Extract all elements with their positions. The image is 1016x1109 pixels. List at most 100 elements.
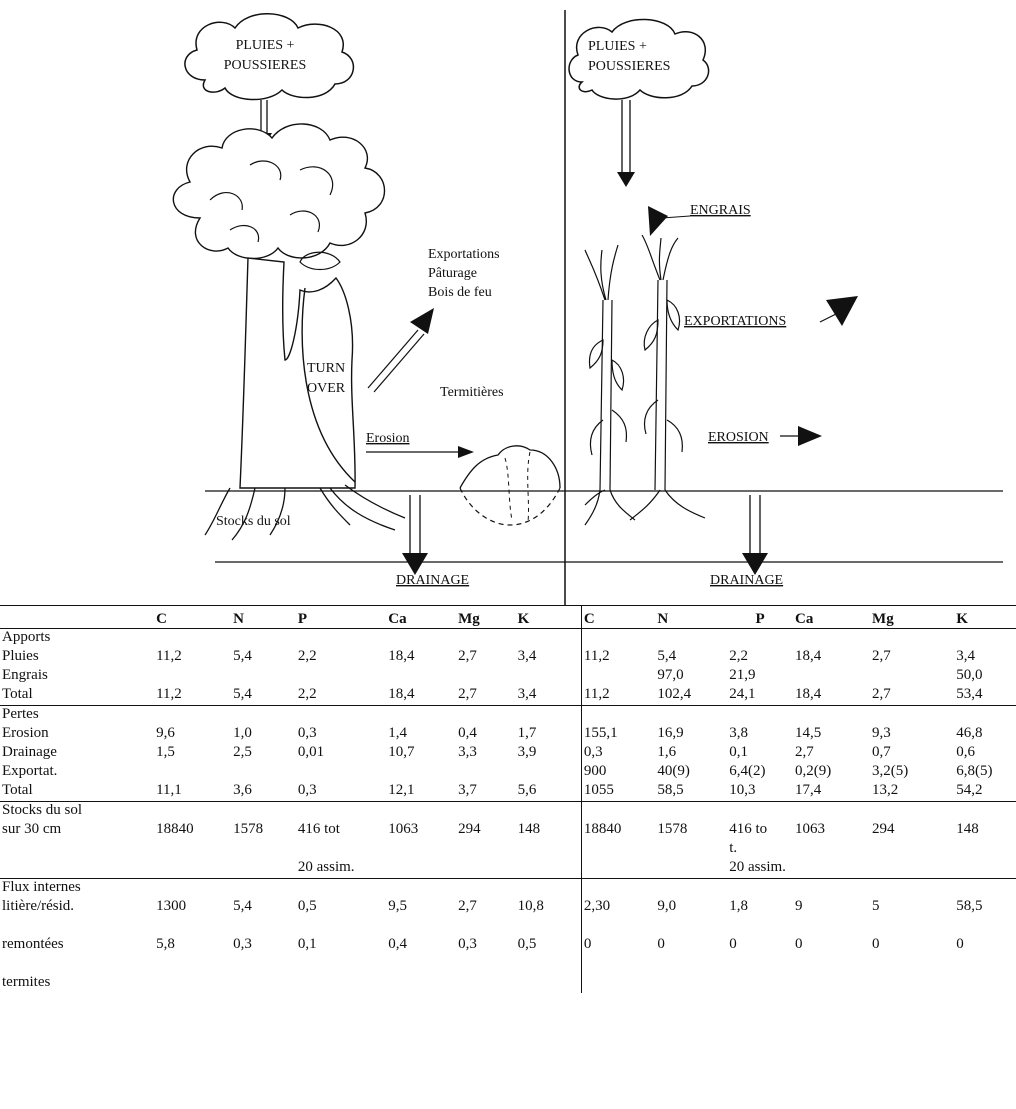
right-value-cell: 294 <box>870 821 954 840</box>
right-value-cell: 53,4 <box>954 686 1016 706</box>
right-value-cell: 18,4 <box>793 686 870 706</box>
left-value-cell: 0,3 <box>296 782 386 802</box>
right-value-cell: 2,7 <box>870 686 954 706</box>
left-value-cell: 12,1 <box>386 782 456 802</box>
right-value-cell: 2,7 <box>793 744 870 763</box>
left-value-cell <box>456 706 516 726</box>
right-value-cell <box>870 859 954 879</box>
table-row: 20 assim.20 assim. <box>0 859 1016 879</box>
left-value-cell <box>516 629 582 649</box>
right-value-cell: 1,8 <box>727 898 793 936</box>
left-cloud-line2: POUSSIERES <box>224 58 306 73</box>
table-row: Pertes <box>0 706 1016 726</box>
row-label: Flux internes <box>0 879 154 899</box>
maize-plants-illustration <box>585 235 705 525</box>
left-value-cell: 18840 <box>154 821 231 840</box>
right-value-cell <box>870 840 954 859</box>
right-value-cell: 0 <box>793 936 870 974</box>
header-left-c: C <box>154 606 231 629</box>
left-value-cell: 3,7 <box>456 782 516 802</box>
right-value-cell: 58,5 <box>655 782 727 802</box>
right-value-cell <box>954 974 1016 993</box>
header-left-ca: Ca <box>386 606 456 629</box>
left-value-cell <box>456 629 516 649</box>
left-value-cell <box>231 763 296 782</box>
row-label: termites <box>0 974 154 993</box>
right-value-cell <box>655 840 727 859</box>
right-value-cell <box>793 706 870 726</box>
right-value-cell <box>954 629 1016 649</box>
left-value-cell: 18,4 <box>386 686 456 706</box>
left-value-cell: 2,5 <box>231 744 296 763</box>
row-label <box>0 859 154 879</box>
right-exports-label: EXPORTATIONS <box>684 314 786 329</box>
right-rain-cloud: PLUIES + POUSSIERES <box>569 19 709 99</box>
right-value-cell <box>581 840 655 859</box>
left-value-cell: 1063 <box>386 821 456 840</box>
right-value-cell: 0 <box>581 936 655 974</box>
right-value-cell <box>727 879 793 899</box>
header-left-k: K <box>516 606 582 629</box>
left-value-cell <box>296 879 386 899</box>
row-label: Drainage <box>0 744 154 763</box>
left-value-cell <box>231 859 296 879</box>
exports-line1: Exportations <box>428 247 500 262</box>
right-value-cell <box>954 802 1016 822</box>
left-value-cell <box>386 763 456 782</box>
header-left-n: N <box>231 606 296 629</box>
right-value-cell: 17,4 <box>793 782 870 802</box>
right-value-cell: t. <box>727 840 793 859</box>
right-value-cell <box>793 629 870 649</box>
row-label: Stocks du sol <box>0 802 154 822</box>
right-value-cell <box>581 629 655 649</box>
right-value-cell: 3,4 <box>954 648 1016 667</box>
header-right-k: K <box>954 606 1016 629</box>
right-value-cell: 1055 <box>581 782 655 802</box>
header-right-p: P <box>727 606 793 629</box>
left-value-cell <box>296 974 386 993</box>
right-value-cell: 10,3 <box>727 782 793 802</box>
header-right-mg: Mg <box>870 606 954 629</box>
right-value-cell: 0,6 <box>954 744 1016 763</box>
right-value-cell: 21,9 <box>727 667 793 686</box>
right-value-cell: 416 to <box>727 821 793 840</box>
right-value-cell: 18840 <box>581 821 655 840</box>
right-value-cell: 102,4 <box>655 686 727 706</box>
left-value-cell: 0,5 <box>296 898 386 936</box>
left-value-cell <box>154 802 231 822</box>
right-value-cell: 11,2 <box>581 686 655 706</box>
table-row: Apports <box>0 629 1016 649</box>
right-value-cell: 148 <box>954 821 1016 840</box>
left-value-cell: 20 assim. <box>296 859 386 879</box>
left-value-cell: 18,4 <box>386 648 456 667</box>
right-value-cell <box>793 667 870 686</box>
right-value-cell: 58,5 <box>954 898 1016 936</box>
row-label: Exportat. <box>0 763 154 782</box>
right-value-cell <box>793 840 870 859</box>
right-value-cell: 40(9) <box>655 763 727 782</box>
left-value-cell: 11,2 <box>154 686 231 706</box>
left-value-cell <box>516 840 582 859</box>
fertilizer-arrow <box>648 206 690 236</box>
left-value-cell: 1,5 <box>154 744 231 763</box>
left-value-cell <box>296 802 386 822</box>
right-value-cell <box>870 629 954 649</box>
row-label <box>0 840 154 859</box>
left-value-cell <box>386 667 456 686</box>
right-value-cell: 0 <box>727 936 793 974</box>
left-value-cell <box>386 840 456 859</box>
left-value-cell: 5,4 <box>231 648 296 667</box>
right-value-cell: 6,4(2) <box>727 763 793 782</box>
left-value-cell: 3,4 <box>516 648 582 667</box>
tree-illustration <box>173 124 405 540</box>
right-erosion-label: EROSION <box>708 430 769 445</box>
right-value-cell <box>655 859 727 879</box>
right-value-cell <box>870 667 954 686</box>
right-value-cell: 0 <box>655 936 727 974</box>
right-value-cell <box>581 667 655 686</box>
right-value-cell <box>727 974 793 993</box>
left-value-cell <box>231 706 296 726</box>
